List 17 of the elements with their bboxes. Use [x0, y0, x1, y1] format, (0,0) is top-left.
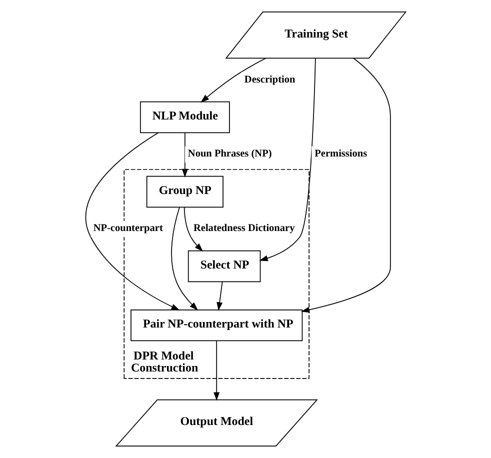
- node-box: NLP Module: [140, 101, 230, 134]
- edge-label: Noun Phrases (NP): [188, 148, 272, 160]
- arrow: [184, 207, 204, 252]
- arrow: [200, 58, 266, 103]
- arrow: [259, 58, 316, 262]
- arrow: [85, 132, 180, 310]
- arrow: [216, 281, 223, 311]
- edge-label: Permissions: [314, 148, 368, 160]
- node-box: Select NP: [188, 250, 261, 282]
- arrow: [214, 340, 220, 401]
- node-box: Pair NP-counterpart with NP: [130, 309, 303, 342]
- edge-label: Description: [244, 74, 296, 86]
- edge-label: Relatedness Dictionary: [193, 223, 295, 234]
- arrow: [182, 132, 188, 178]
- node-box: Group NP: [146, 176, 224, 208]
- arrow: [300, 58, 391, 313]
- arrow: [171, 206, 198, 310]
